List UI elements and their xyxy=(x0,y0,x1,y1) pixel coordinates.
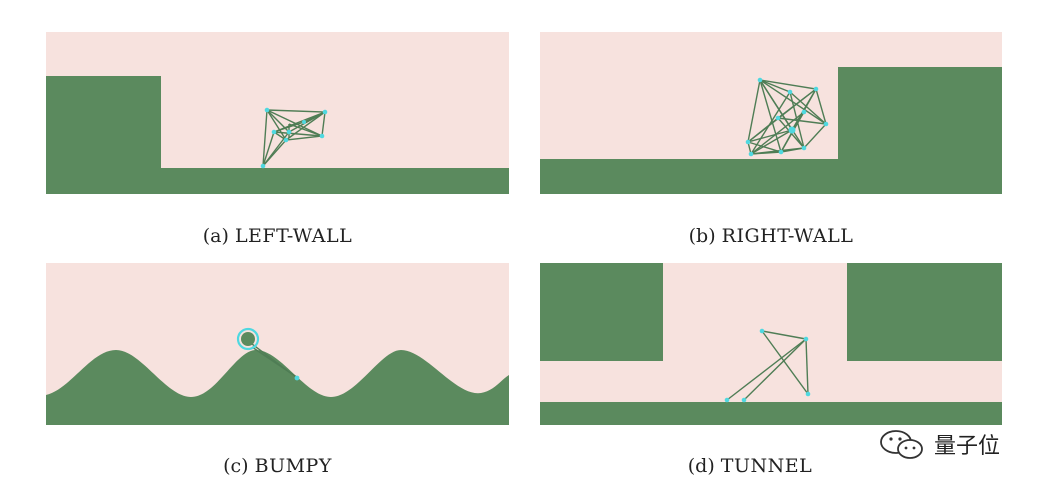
caption-name: BUMPY xyxy=(254,455,332,477)
creature-joints xyxy=(745,77,829,157)
panel-right-wall xyxy=(540,32,1002,194)
caption-tunnel: (d) TUNNEL xyxy=(600,455,900,477)
caption-name: RIGHT-WALL xyxy=(721,225,854,247)
panel-bumpy xyxy=(46,263,509,425)
watermark-text: 量子位 xyxy=(934,434,1001,459)
wheel-joint xyxy=(241,332,255,346)
caption-letter: (d) xyxy=(687,455,715,477)
panel-tunnel-scene xyxy=(540,263,1002,425)
caption-name: LEFT-WALL xyxy=(234,225,353,247)
panel-bumpy-scene xyxy=(46,327,509,425)
tunnel-block-left xyxy=(540,263,663,361)
right-wall-floor xyxy=(540,159,1002,194)
caption-letter: (b) xyxy=(688,225,716,247)
tunnel-floor xyxy=(540,402,1002,425)
creature-body xyxy=(726,330,809,401)
tunnel-block-right xyxy=(847,263,1002,361)
panel-right-wall-scene xyxy=(540,67,1002,194)
panel-tunnel xyxy=(540,263,1002,425)
panel-left-wall-scene xyxy=(46,76,509,194)
caption-name: TUNNEL xyxy=(720,455,813,477)
foot-joint xyxy=(294,375,300,381)
caption-letter: (c) xyxy=(223,455,249,477)
creature-body xyxy=(262,109,326,169)
creature-joints xyxy=(260,107,328,169)
left-wall-floor xyxy=(46,168,509,194)
caption-left-wall: (a) LEFT-WALL xyxy=(46,225,509,247)
wechat-icon xyxy=(880,430,923,459)
wheel-joint-outline xyxy=(236,327,260,351)
bumpy-terrain xyxy=(46,350,509,425)
caption-bumpy: (c) BUMPY xyxy=(46,455,509,477)
creature-body xyxy=(747,79,827,155)
caption-right-wall: (b) RIGHT-WALL xyxy=(540,225,1002,247)
creature-body xyxy=(247,340,299,379)
caption-letter: (a) xyxy=(202,225,229,247)
creature-joints xyxy=(724,328,811,403)
panel-left-wall xyxy=(46,32,509,194)
watermark: 量子位 xyxy=(878,424,1028,464)
